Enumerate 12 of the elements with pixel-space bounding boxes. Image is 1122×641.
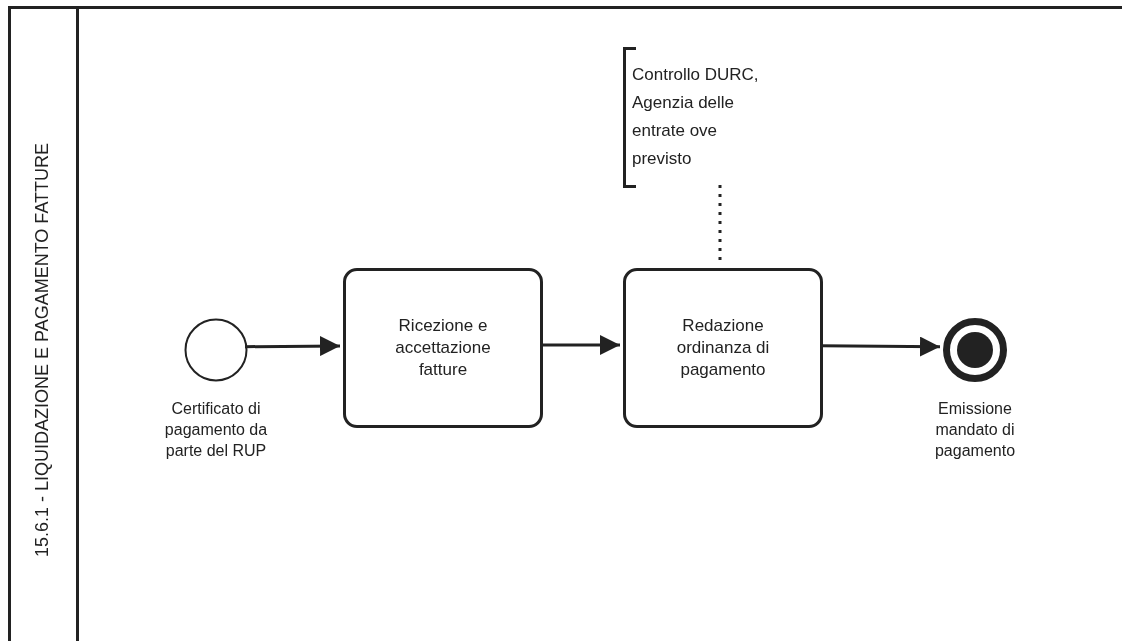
annotation-text: Controllo DURC, Agenzia delle entrate ove previsto bbox=[632, 64, 760, 170]
task-box bbox=[623, 268, 823, 428]
sequence-arrow bbox=[540, 335, 620, 355]
event-label: Certificato di pagamento da parte del RUP bbox=[163, 399, 269, 461]
task-label: Ricezione e accettazione fatture bbox=[394, 315, 492, 381]
pool-frame bbox=[8, 6, 1122, 641]
sequence-arrow bbox=[245, 336, 340, 357]
lane-label: 15.6.1 - LIQUIDAZIONE E PAGAMENTO FATTURE bbox=[31, 142, 53, 558]
task-label: Redazione ordinanza di pagamento bbox=[675, 315, 771, 381]
sequence-arrow bbox=[820, 336, 940, 357]
task-box bbox=[343, 268, 543, 428]
event-label: Emissione mandato di pagamento bbox=[933, 399, 1017, 461]
